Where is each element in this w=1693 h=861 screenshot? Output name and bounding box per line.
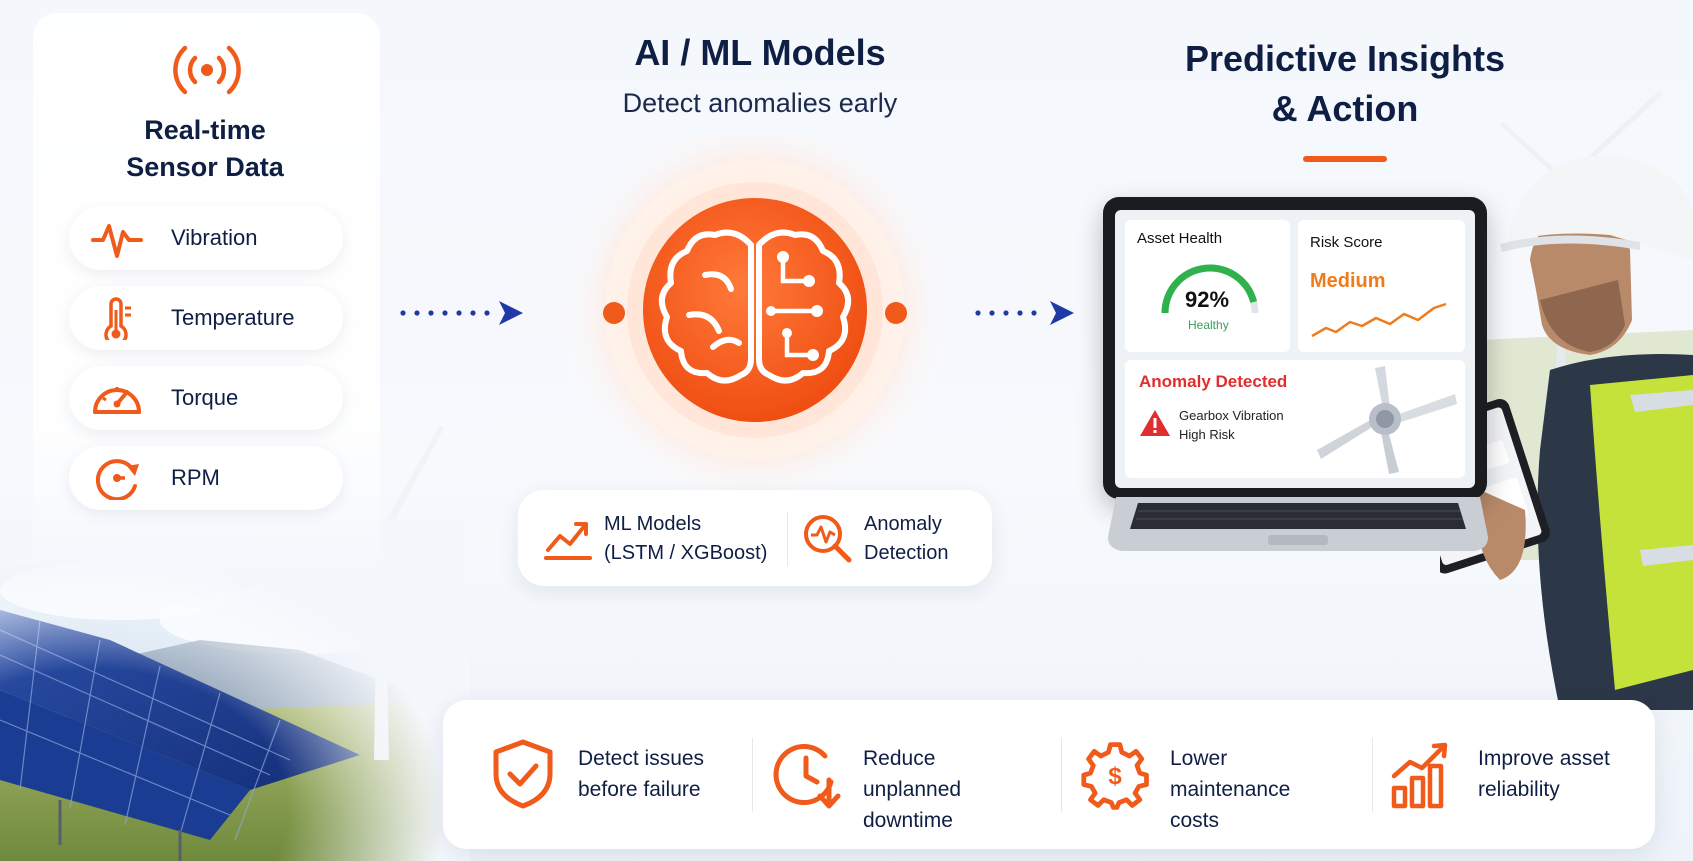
sensor-item-torque: Torque	[69, 366, 343, 430]
warning-icon	[1140, 410, 1170, 436]
asset-health-label: Asset Health	[1137, 230, 1223, 247]
asset-health-status: Healthy	[1188, 318, 1229, 332]
benefit-text: Improve asset reliability	[1478, 743, 1610, 805]
risk-score-card: Risk Score Medium	[1298, 220, 1465, 352]
benefit-line1: Detect issues	[578, 747, 705, 770]
anomaly-detection-label: Anomaly Detection	[864, 510, 949, 568]
benefit-line2: costs	[1170, 809, 1220, 832]
benefit-reduce-downtime: Reduce unplanned downtime	[728, 700, 1031, 849]
anomaly-title: Anomaly Detected	[1139, 372, 1288, 391]
ml-models-line2: (LSTM / XGBoost)	[604, 542, 768, 564]
models-title: AI / ML Models	[634, 32, 886, 73]
sensor-data-title: Real-time Sensor Data	[40, 112, 370, 186]
benefit-line2: before failure	[578, 778, 701, 801]
benefit-line2: downtime	[863, 809, 953, 832]
laptop-keyboard	[1108, 497, 1488, 551]
gauge-icon	[93, 387, 141, 414]
anomaly-detail: Gearbox Vibration High Risk	[1179, 406, 1284, 444]
benefit-divider	[752, 738, 753, 812]
sensor-title-line1: Real-time	[144, 115, 266, 145]
benefit-text: Reduce unplanned downtime	[863, 743, 1031, 836]
benefit-text: Lower maintenance costs	[1170, 743, 1338, 836]
benefit-lower-costs: $ Lower maintenance costs	[1035, 700, 1338, 849]
trend-up-icon	[544, 522, 592, 560]
health-gauge	[1161, 264, 1259, 314]
benefit-line1: Reduce unplanned	[863, 747, 962, 801]
sensor-item-vibration: Vibration	[69, 206, 343, 270]
dashboard-screen: Asset Health 92% Healthy Risk Score Medi…	[1115, 210, 1475, 488]
sensor-item-temperature: Temperature	[69, 286, 343, 350]
benefit-detect-issues: Detect issues before failure	[443, 700, 746, 849]
anomaly-detection-line1: Anomaly	[864, 513, 942, 535]
sensor-item-label: Torque	[171, 385, 239, 410]
sensor-title-line2: Sensor Data	[126, 152, 284, 182]
anomaly-line2: High Risk	[1179, 427, 1235, 442]
shield-check-icon	[493, 739, 553, 809]
anomaly-line1: Gearbox Vibration	[1179, 408, 1284, 423]
models-info-box: ML Models (LSTM / XGBoost) Anomaly Detec…	[518, 490, 992, 586]
benefit-line1: Improve asset	[1478, 747, 1610, 770]
insights-title: Predictive Insights & Action	[1150, 34, 1540, 134]
benefit-line1: Lower maintenance	[1170, 747, 1291, 801]
broadcast-signal-icon	[173, 45, 241, 95]
sensor-item-label: RPM	[171, 465, 220, 490]
clock-down-icon	[773, 744, 841, 809]
risk-trend-sparkline	[1311, 302, 1447, 338]
models-subtitle: Detect anomalies early	[622, 88, 898, 118]
benefit-divider	[1372, 738, 1373, 812]
benefit-improve-reliability: Improve asset reliability	[1343, 700, 1646, 849]
flow-arrow-to-models	[400, 301, 523, 325]
benefits-bar: Detect issues before failure Reduce unpl…	[443, 700, 1655, 849]
svg-text:$: $	[1108, 763, 1122, 790]
turbine-hub-image	[1317, 366, 1457, 474]
benefit-divider	[1061, 738, 1062, 812]
asset-health-card: Asset Health 92% Healthy	[1125, 220, 1290, 352]
ml-models-label: ML Models (LSTM / XGBoost)	[604, 510, 767, 568]
gear-dollar-icon: $	[1081, 742, 1149, 810]
flow-arrow-to-insights	[975, 301, 1074, 325]
insights-title-line2: & Action	[1271, 88, 1419, 129]
sensor-item-rpm: RPM	[69, 446, 343, 510]
risk-score-label: Risk Score	[1310, 234, 1383, 251]
risk-score-value: Medium	[1310, 270, 1386, 292]
info-divider	[787, 512, 788, 566]
insights-title-line1: Predictive Insights	[1184, 38, 1506, 79]
title-underline	[1303, 156, 1387, 162]
sensor-item-label: Vibration	[171, 225, 258, 250]
anomaly-card: Anomaly Detected Gearbox Vibration High …	[1125, 360, 1465, 478]
waveform-icon	[91, 224, 143, 258]
benefit-text: Detect issues before failure	[578, 743, 704, 805]
thermometer-icon	[104, 297, 131, 340]
anomaly-detection-line2: Detection	[864, 542, 949, 564]
ml-models-line1: ML Models	[604, 513, 702, 535]
benefit-line2: reliability	[1478, 778, 1560, 801]
search-waveform-icon	[804, 515, 852, 563]
sensor-item-label: Temperature	[171, 305, 295, 330]
bar-growth-icon	[1391, 742, 1448, 809]
brain-circuit-icon	[555, 135, 955, 510]
rpm-icon	[95, 459, 139, 500]
asset-health-value: 92%	[1185, 287, 1230, 312]
